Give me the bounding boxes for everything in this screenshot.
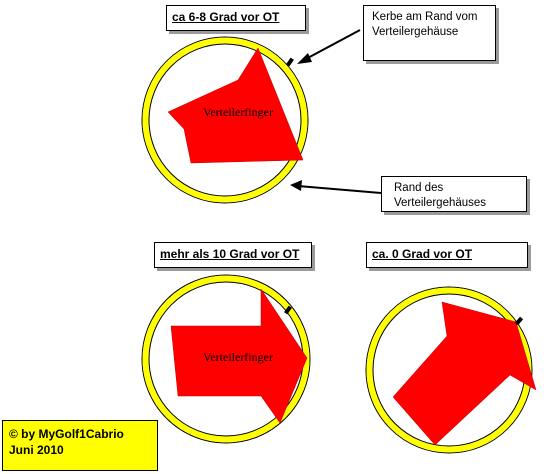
callout-notch: Kerbe am Rand vom Verteilergehäuse xyxy=(363,5,496,61)
distributor-top: Verteilerfinger xyxy=(141,36,309,204)
notch-mark-top xyxy=(286,57,294,67)
rotor-arrow-bottom-left xyxy=(170,288,308,424)
rotor-arrow-bottom-right xyxy=(392,301,537,446)
callout-notch-text: Kerbe am Rand vom Verteilergehäuse xyxy=(372,11,478,38)
distributor-bottom-left: Verteilerfinger xyxy=(141,274,311,444)
notch-mark-bottom-right xyxy=(514,316,524,326)
copyright-box: © by MyGolf1Cabrio Juni 2010 xyxy=(2,420,158,471)
finger-label-top: Verteilerfinger xyxy=(203,105,273,119)
label-top: ca 6-8 Grad vor OT xyxy=(166,5,306,31)
label-bottom-right: ca. 0 Grad vor OT xyxy=(366,242,528,268)
distributor-bottom-right xyxy=(365,286,537,454)
finger-label-bottom-left: Verteilerfinger xyxy=(203,350,273,364)
copyright-line2: Juni 2010 xyxy=(9,443,64,457)
label-bottom-left: mehr als 10 Grad vor OT xyxy=(154,242,312,268)
copyright-line1: © by MyGolf1Cabrio xyxy=(9,427,124,441)
callout-arrow-rim xyxy=(290,180,382,194)
callout-rim: Rand des Verteilergehäuses xyxy=(381,176,527,212)
callout-arrow-notch xyxy=(297,29,361,64)
notch-mark-bottom-left xyxy=(284,305,292,315)
rotor-arrow-top xyxy=(167,47,304,164)
callout-rim-text: Rand des Verteilergehäuses xyxy=(394,182,487,209)
